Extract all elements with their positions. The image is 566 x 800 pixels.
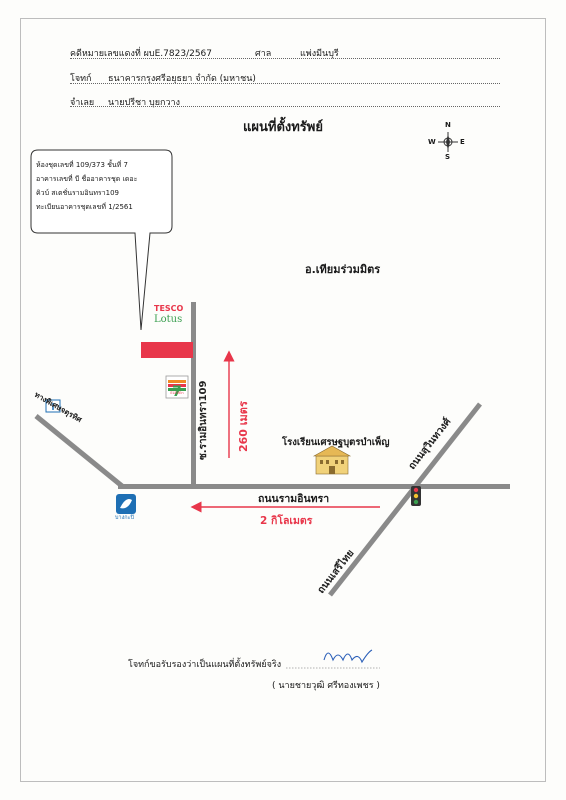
callout-line-3: คิวบ์ สเตชั่นรามอินทรา109 — [36, 189, 119, 197]
plaintiff-label: โจทก์ — [70, 74, 92, 84]
plaintiff-name: ธนาคารกรุงศรีอยุธยา จำกัด (มหาชน) — [108, 74, 256, 84]
property-marker — [141, 342, 193, 358]
school-label: โรงเรียนเศรษฐบุตรบำเพ็ญ — [282, 437, 390, 448]
header-line-1 — [70, 58, 500, 59]
defendant-name: นายปรีชา บุยกวาง — [108, 98, 180, 108]
compass-n: N — [445, 121, 451, 129]
seven-eleven-seven: 7 — [172, 384, 182, 400]
expressway-sign-icon — [45, 399, 61, 413]
certify-text: โจทก์ขอรับรองว่าเป็นแผนที่ตั้งทรัพย์จริง — [128, 660, 282, 670]
ram-intra-road-label: ถนนรามอินทรา — [258, 493, 330, 505]
traffic-light-icon — [411, 486, 421, 506]
soi-109-road — [191, 302, 196, 486]
callout-box — [30, 149, 173, 331]
expressway-road — [34, 414, 124, 488]
callout-line-2: อาคารเลขที่ บี ชื่ออาคารชุด เดอะ — [36, 175, 138, 183]
bank-label: บางกะปิ — [115, 515, 135, 521]
signature — [323, 649, 373, 664]
distance-260-label: 260 เมตร — [237, 401, 250, 452]
distance-2km-label: 2 กิโลเมตร — [260, 515, 313, 527]
header-line-3 — [70, 106, 500, 107]
signer-name: ( นายชายวุฒิ ศรีทองเพชร ) — [272, 681, 380, 691]
compass-icon — [438, 132, 458, 152]
lotus-brand: Lotus — [154, 314, 183, 325]
callout-text: ห้องชุดเลขที่ 109/373 ชั้นที่ 7 อาคารเลข… — [36, 158, 137, 214]
suwinthawong-road — [328, 402, 482, 597]
map-title: แผนที่ตั้งทรัพย์ — [243, 120, 323, 135]
callout-line-4: ทะเบียนอาคารชุดเลขที่ 1/2561 — [36, 203, 133, 211]
header-line-2 — [70, 83, 500, 84]
case-number: คดีหมายเลขแดงที่ ผบE.7823/2567 — [70, 49, 213, 59]
compass-w: W — [428, 138, 436, 146]
compass-e: E — [460, 138, 465, 146]
defendant-label: จำเลย — [70, 98, 95, 108]
soi-109-label: ซ.รามอินทรา109 — [197, 381, 209, 461]
ram-intra-road — [118, 484, 510, 489]
bank-logo — [116, 494, 136, 514]
page-border — [20, 18, 546, 782]
court-name: แพ่งมีนบุรี — [300, 49, 339, 59]
callout-line-1: ห้องชุดเลขที่ 109/373 ชั้นที่ 7 — [36, 161, 128, 169]
court-label: ศาล — [255, 49, 272, 59]
seven-eleven-subtext: ELEVEn — [170, 391, 183, 395]
school-building-icon — [312, 445, 352, 475]
district-label: อ.เทียมร่วมมิตร — [305, 263, 381, 276]
compass-s: S — [445, 153, 451, 161]
tesco-brand: TESCO — [154, 304, 184, 313]
seven-eleven-logo: 7 ELEVEn — [165, 375, 189, 400]
